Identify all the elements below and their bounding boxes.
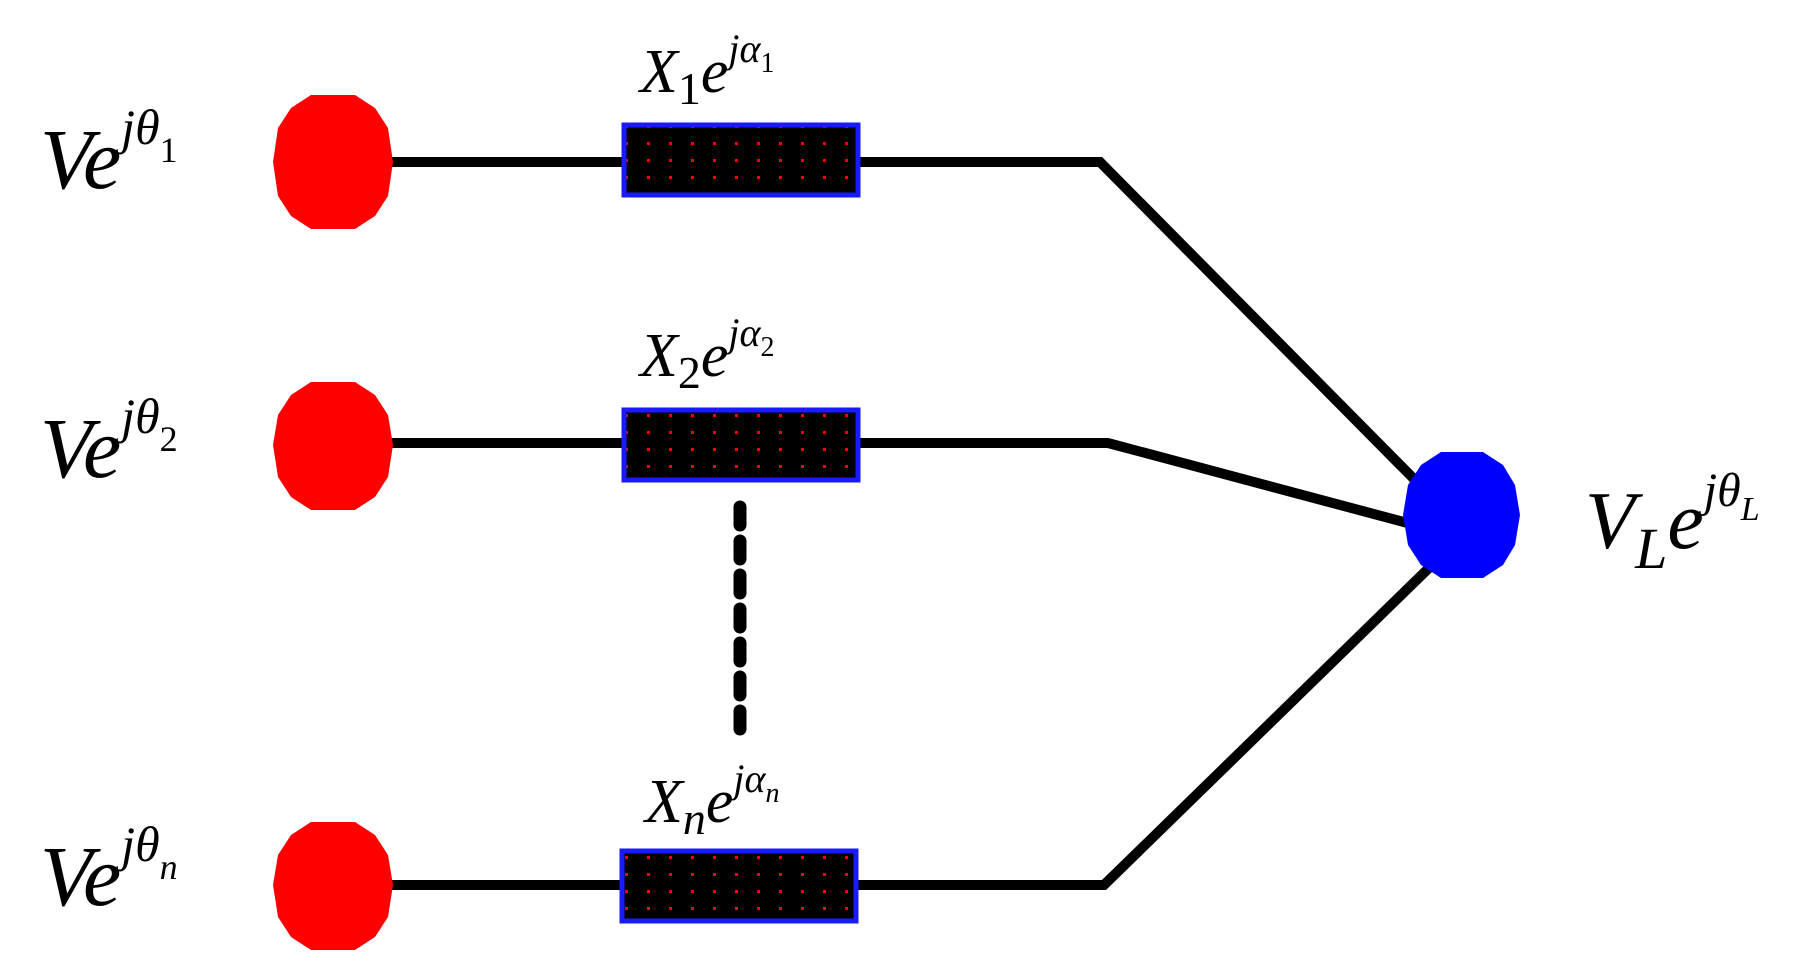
load-node (1403, 452, 1520, 578)
source-node-2 (273, 382, 393, 510)
source-node-n (273, 822, 393, 950)
source-label-n: Vejθn (40, 816, 178, 924)
load-label: VLejθL (1585, 464, 1760, 581)
source-label-2: Vejθ2 (40, 388, 178, 496)
impedance-box-2 (621, 407, 861, 483)
branch-1-wire (330, 157, 1419, 484)
branch-2-wire (330, 438, 1417, 530)
source-label-1: Vejθ1 (40, 99, 178, 207)
impedance-label-n: Xnejαn (642, 756, 780, 844)
impedance-label-2: X2ejα2 (637, 310, 775, 398)
source-node-1 (273, 95, 393, 229)
impedance-label-1: X1ejα1 (637, 26, 775, 114)
impedance-box-1 (621, 122, 861, 198)
impedance-box-n (619, 848, 859, 924)
branch-n-wire (330, 561, 1436, 890)
